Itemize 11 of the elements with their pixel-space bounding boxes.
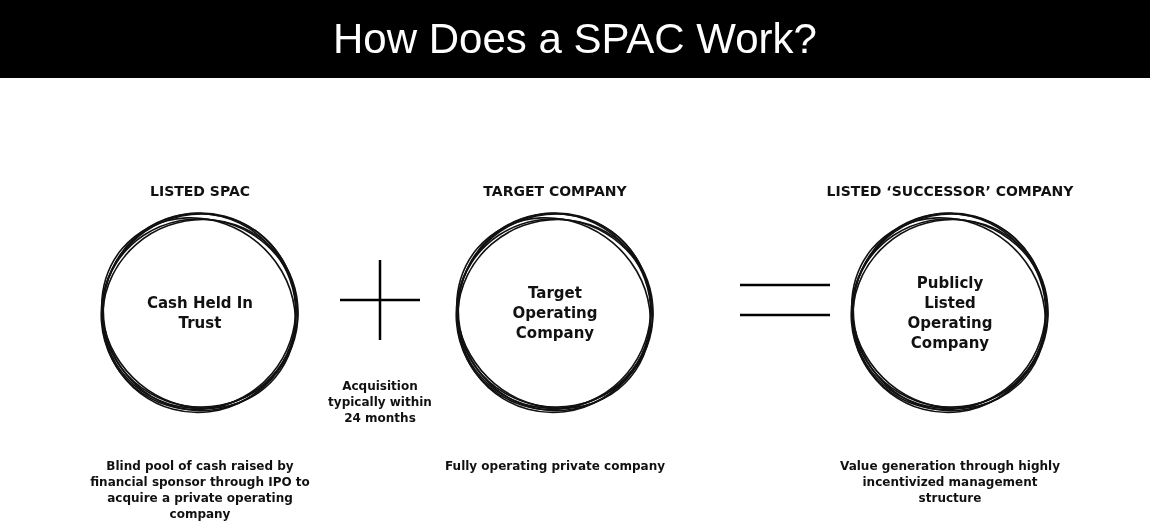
- node-label: Target Operating Company: [511, 283, 599, 343]
- node-caption: Value generation through highly incentivized management structure: [839, 458, 1061, 506]
- node-caption: Fully operating private company: [444, 458, 666, 474]
- node-heading: LISTED SPAC: [149, 182, 251, 200]
- node-label: Publicly Listed Operating Company: [906, 273, 994, 353]
- node-label: Cash Held In Trust: [145, 293, 255, 333]
- node-heading: LISTED ‘SUCCESSOR’ COMPANY: [825, 182, 1075, 200]
- title-banner: How Does a SPAC Work?: [0, 0, 1150, 78]
- annotation-text: Acquisition typically within 24 months: [327, 378, 433, 426]
- node-heading: TARGET COMPANY: [482, 182, 628, 200]
- node-caption: Blind pool of cash raised by financial sponsor through IPO to acquire a private operating company: [89, 458, 311, 522]
